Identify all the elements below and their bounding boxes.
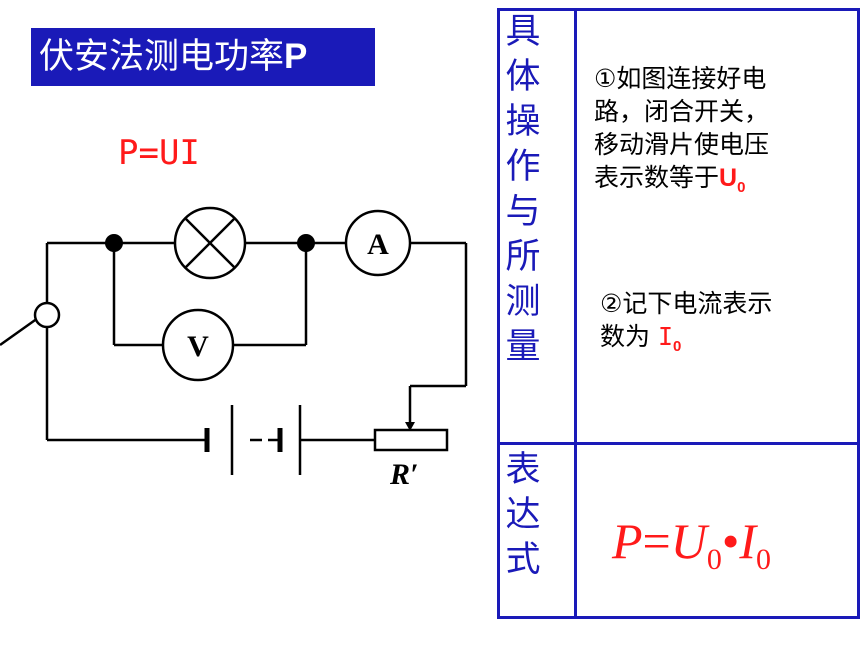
title-suffix: P [284,37,308,76]
step-2-text: ②记下电流表示 数为 I0 [600,289,773,355]
svg-text:V: V [187,330,209,363]
lamp-symbol [173,206,247,280]
ammeter-symbol: A [344,209,412,277]
power-expression: P=U0•I0 [612,513,772,576]
rheostat-symbol [373,422,449,452]
junction-dot [105,234,123,252]
voltmeter-symbol: V [161,308,235,382]
step-1-text: ①如图连接好电 路，闭合开关， 移动滑片使电压 表示数等于U0 [594,64,770,196]
row-header-expression: 表达式 [505,450,541,580]
battery-symbol [204,405,302,475]
title-text: 伏安法测电功率 [39,37,285,77]
power-formula: P=UI [118,133,200,173]
switch-contact [33,301,61,329]
row-header-operations: 具体操作与所测量 [505,12,541,367]
svg-text:A: A [367,228,389,261]
junction-dot [297,234,315,252]
circuit-diagram: A V [0,206,468,475]
page-title: 伏安法测电功率P [31,28,375,86]
rheostat-label: R′ [390,458,419,491]
